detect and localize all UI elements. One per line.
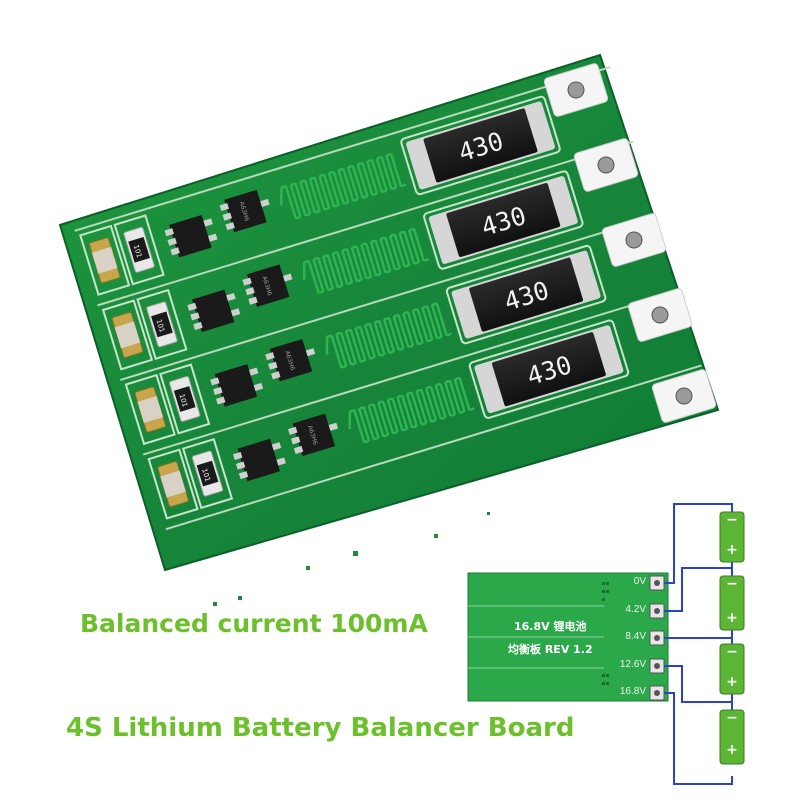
battery-4-positive: + <box>726 742 738 758</box>
pin-label-4v2: 4.2V <box>625 604 646 615</box>
small-resistor-label: 101 <box>200 468 212 483</box>
serpentine-trace <box>325 302 453 369</box>
battery-2-positive: + <box>726 610 738 626</box>
diagram-wires <box>664 503 733 785</box>
sot23-chip <box>224 189 267 233</box>
small-resistor-label: 101 <box>177 393 189 408</box>
small-resistor-label: 101 <box>155 318 167 333</box>
terminal-pads <box>543 63 717 423</box>
caption-product-title: 4S Lithium Battery Balancer Board <box>66 713 575 743</box>
pin-label-0v: 0V <box>633 576 646 587</box>
sot23-chip <box>246 264 290 307</box>
diagram-batteries <box>719 511 745 765</box>
battery-3-positive: + <box>726 674 738 690</box>
sot23-chip <box>214 364 258 407</box>
sot23-chip <box>269 338 313 382</box>
sot23-chip <box>292 413 336 457</box>
board-text-line1: 16.8V 锂电池 <box>514 620 587 633</box>
pin-label-16v8: 16.8V <box>619 686 646 697</box>
decorative-flecks <box>213 512 490 606</box>
battery-2-negative: − <box>726 576 738 592</box>
small-resistor-label: 101 <box>132 244 144 259</box>
caption-balanced-current: Balanced current 100mA <box>80 609 428 638</box>
battery-1-positive: + <box>726 542 738 558</box>
sot23-chip <box>169 214 212 258</box>
sot23-chip <box>237 438 281 482</box>
pin-label-12v6: 12.6V <box>619 659 646 670</box>
battery-4-negative: − <box>726 710 738 726</box>
sot23-chip <box>191 289 235 333</box>
serpentine-trace <box>280 153 407 220</box>
battery-1-negative: − <box>726 512 738 528</box>
serpentine-trace <box>302 227 430 294</box>
wiring-diagram-svg <box>467 503 745 785</box>
pin-label-8v4: 8.4V <box>625 631 646 642</box>
serpentine-trace <box>348 377 475 443</box>
channel-rows: 101A63H6430101A63H6430101A63H6430101A63H… <box>74 66 702 531</box>
wiring-diagram: 0V 4.2V 8.4V 12.6V 16.8V 16.8V 锂电池 均衡板 R… <box>464 498 794 788</box>
battery-3-negative: − <box>726 644 738 660</box>
board-text-line2: 均衡板 REV 1.2 <box>508 643 593 656</box>
